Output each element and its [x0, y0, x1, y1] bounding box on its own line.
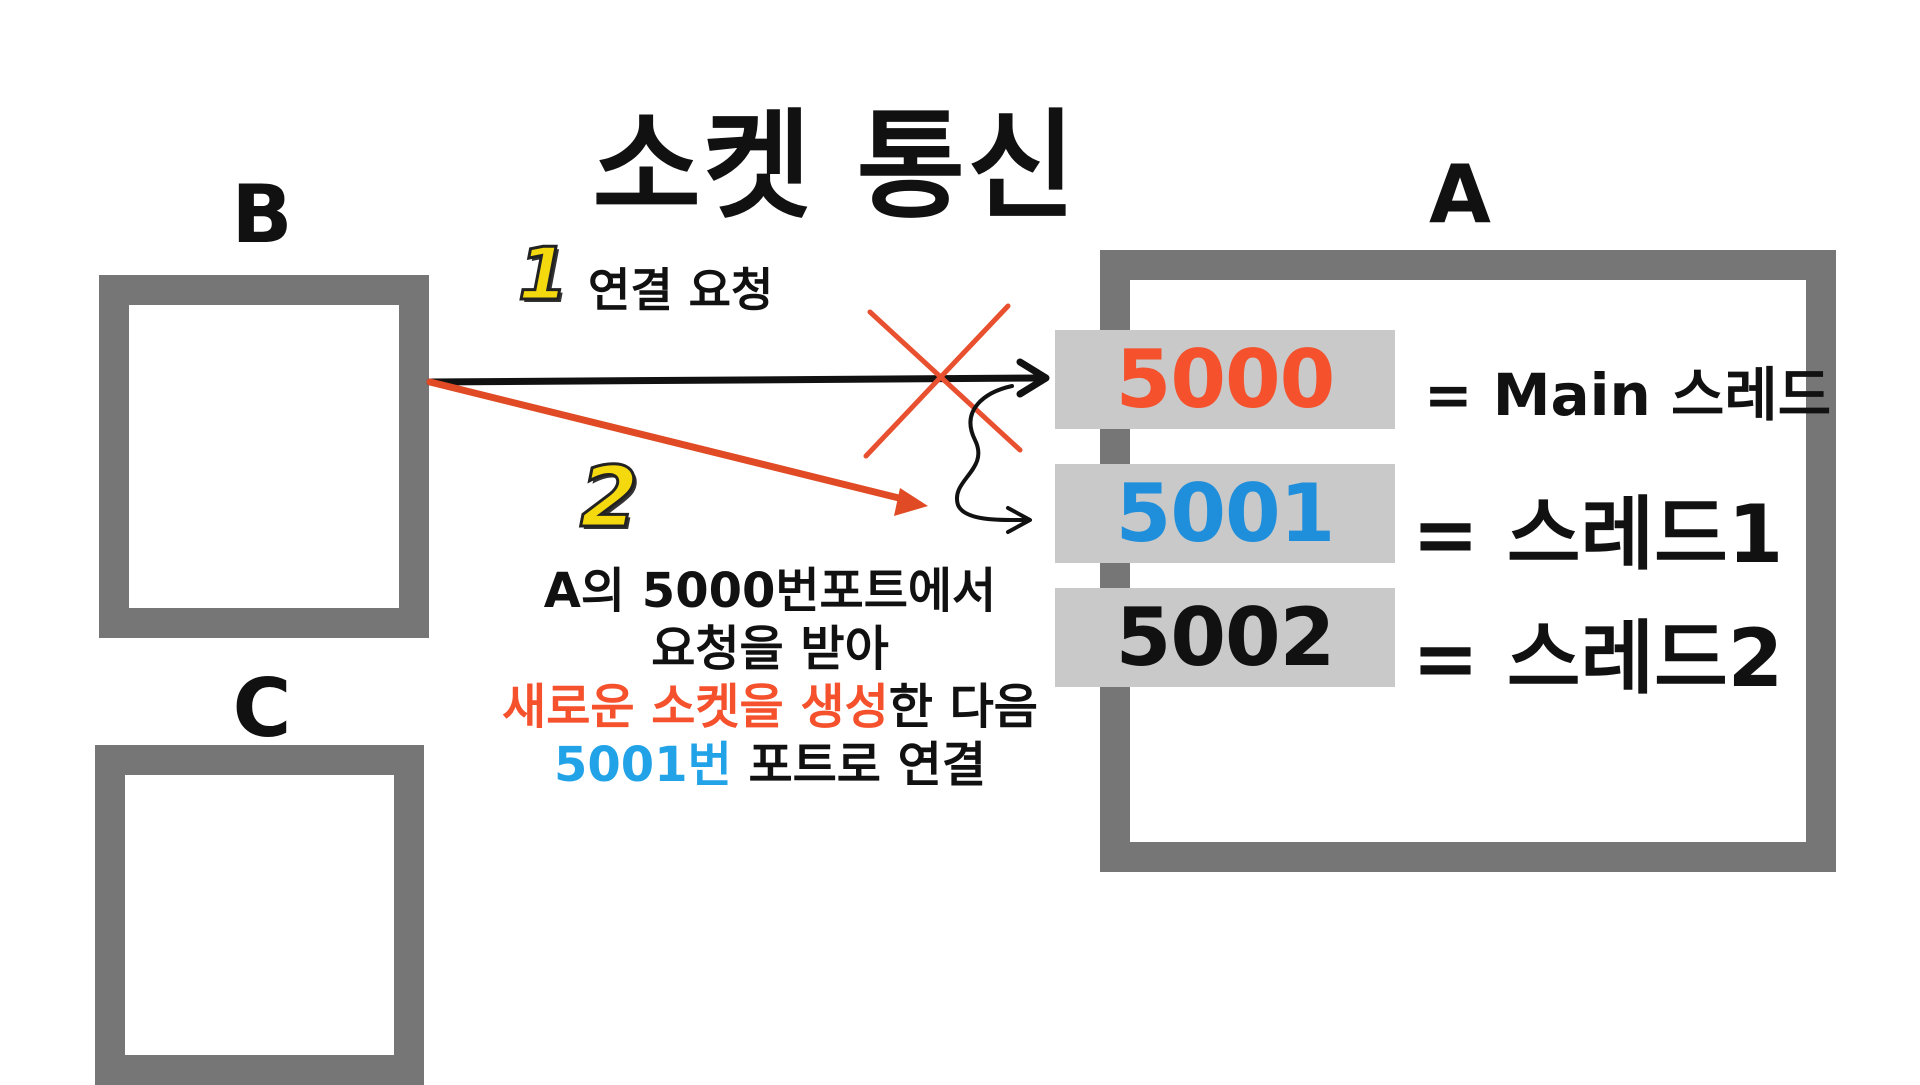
step-2-badge: 2: [578, 447, 639, 548]
new-socket-highlight: 새로운 소켓을 생성: [502, 679, 889, 735]
port-5001-highlight: 5001번: [554, 737, 732, 793]
port-5002: 5002: [1055, 588, 1395, 687]
explanation-line-4: 5001번 포트로 연결: [400, 736, 1140, 794]
node-c-label: C: [232, 662, 292, 755]
port-5001: 5001: [1055, 464, 1395, 563]
thread-label-1: = 스레드1: [1412, 488, 1784, 581]
explanation-line-3-rest: 한 다음: [888, 679, 1038, 735]
node-c-box: [95, 745, 424, 1085]
node-b-box: [99, 275, 429, 638]
thread-label-2: = 스레드2: [1412, 612, 1784, 705]
diagram-title: 소켓 통신: [592, 97, 1078, 235]
node-b-label: B: [231, 168, 293, 261]
cross-mark: [863, 303, 1023, 459]
redirect-arrow: [954, 384, 1032, 534]
step-1-text: 연결 요청: [588, 263, 774, 317]
port-5000: 5000: [1055, 330, 1395, 429]
explanation-line-4-rest: 포트로 연결: [731, 737, 986, 793]
thread-label-main: = Main 스레드: [1424, 361, 1832, 429]
explanation-text: A의 5000번포트에서 요청을 받아 새로운 소켓을 생성한 다음 5001번…: [400, 562, 1140, 794]
step-1-badge: 1: [516, 231, 569, 318]
explanation-line-2: 요청을 받아: [651, 621, 889, 677]
explanation-line-1: A의 5000번포트에서: [543, 563, 997, 619]
new-socket-arrow: [426, 378, 928, 516]
node-a-label: A: [1429, 148, 1491, 241]
explanation-line-3: 새로운 소켓을 생성한 다음: [400, 678, 1140, 736]
